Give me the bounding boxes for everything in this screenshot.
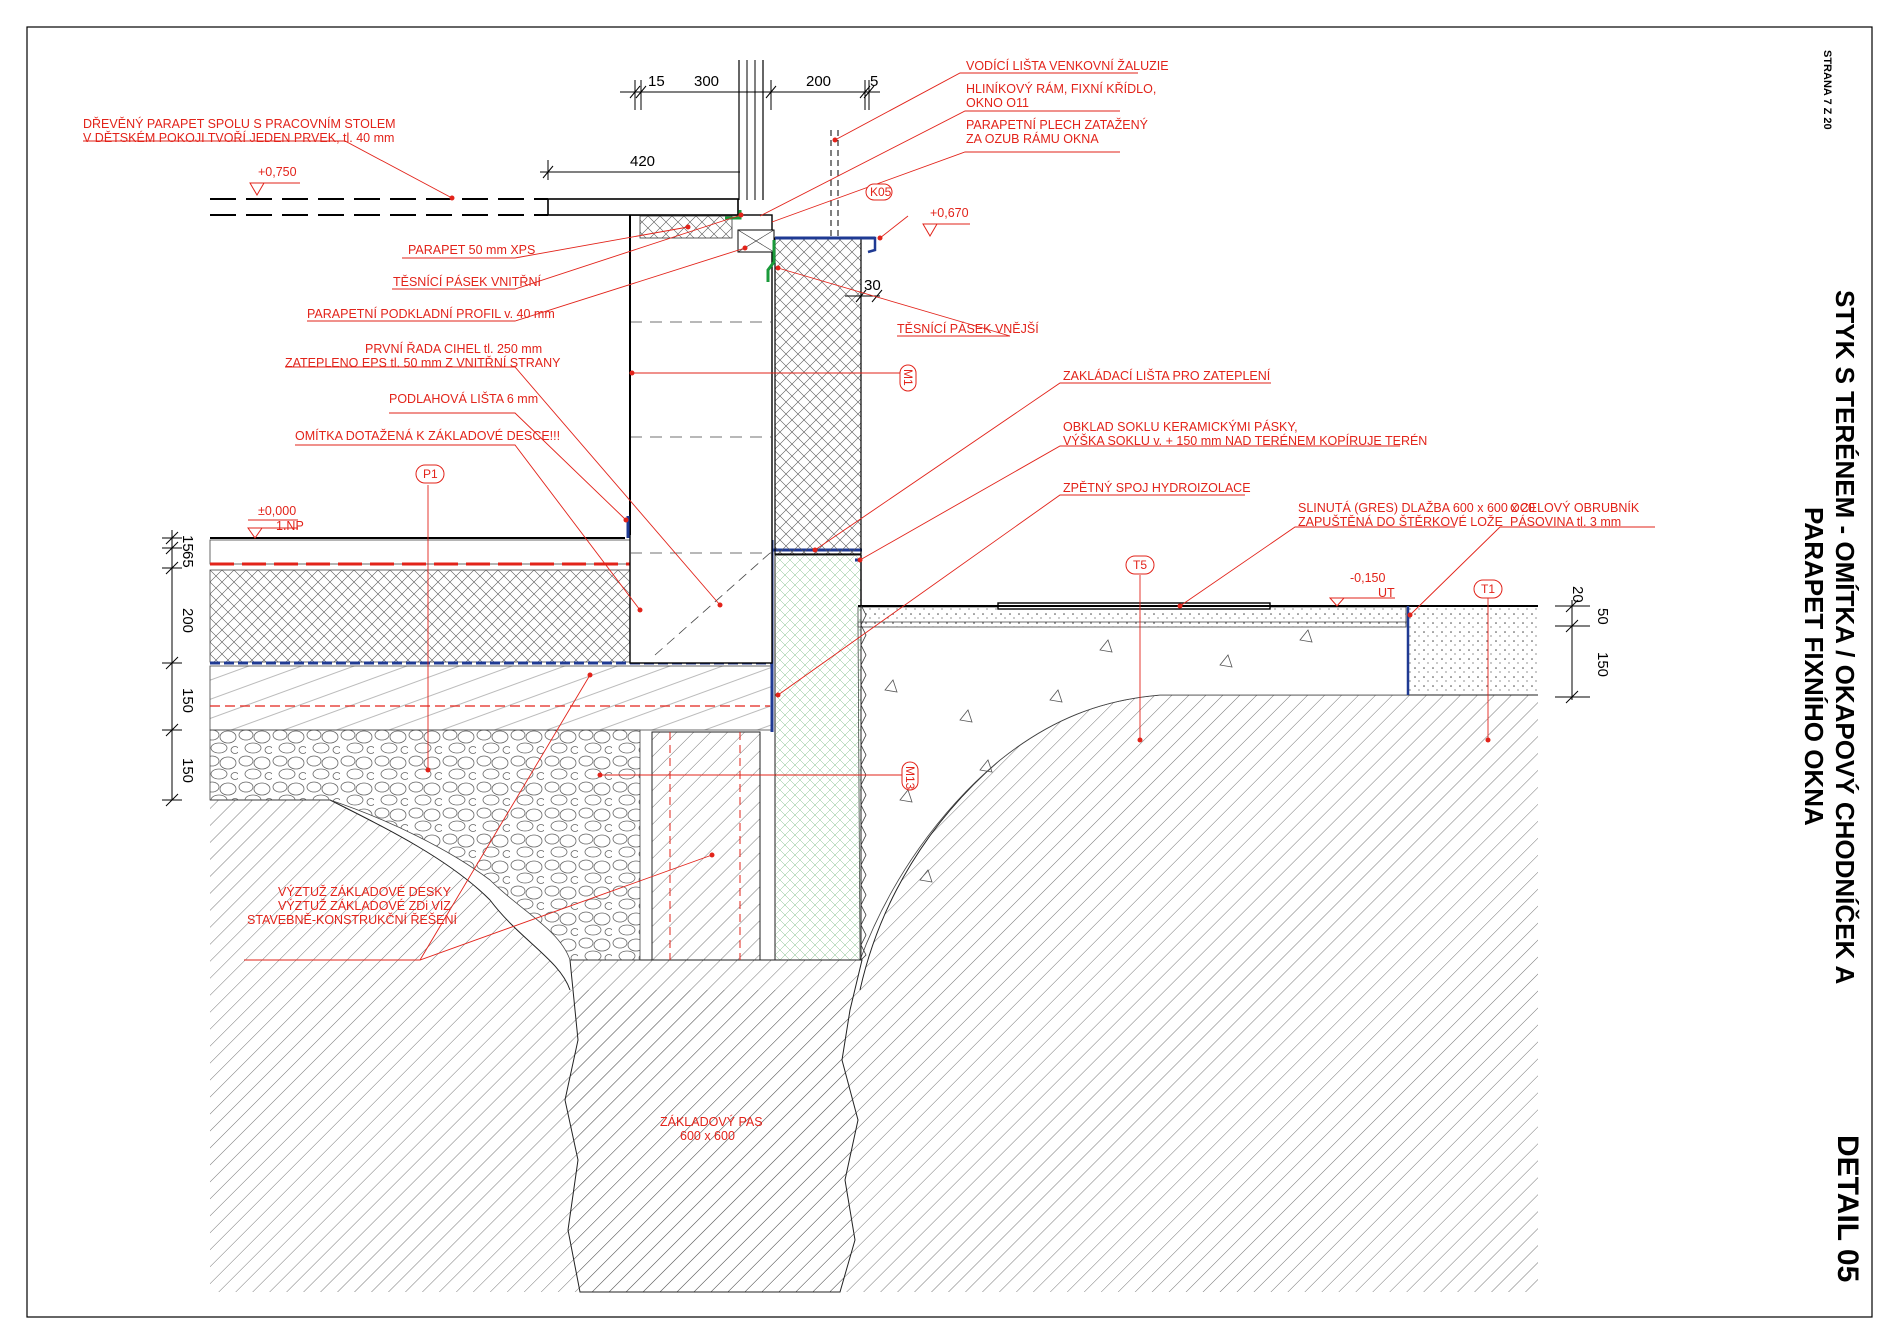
dim-v200: 200 xyxy=(179,608,196,633)
label-frame-2: OKNO O11 xyxy=(966,96,1029,110)
dim-r150: 150 xyxy=(1594,652,1611,677)
label-tiles-1: SLINUTÁ (GRES) DLAŽBA 600 x 600 x 20 xyxy=(1298,500,1535,515)
level-markers xyxy=(247,182,1395,607)
gravel-marks xyxy=(884,629,1313,883)
tag-t5: T5 xyxy=(1133,558,1147,572)
dim-v150a: 150 xyxy=(179,688,196,713)
label-plinth-1: OBKLAD SOKLU KERAMICKÝMI PÁSKY, xyxy=(1063,419,1298,434)
level-floor-name: 1.NP xyxy=(276,519,304,533)
outer-gravel-bed xyxy=(857,621,1409,961)
brick-wall xyxy=(629,214,773,664)
label-curb-1: OCELOVÝ OBRUBNÍK xyxy=(1510,500,1640,515)
label-footing-2: 600 x 600 xyxy=(680,1129,735,1143)
tag-bubbles xyxy=(415,183,1503,791)
dim-420: 420 xyxy=(630,153,655,170)
label-curb-2: PÁSOVINA tl. 3 mm xyxy=(1510,514,1621,529)
tag-t1: T1 xyxy=(1481,582,1495,596)
sand-bed xyxy=(857,606,1407,628)
label-floor-strip: PODLAHOVÁ LIŠTA 6 mm xyxy=(389,391,538,406)
inner-seal-tape xyxy=(725,210,742,220)
label-brick-1: PRVNÍ ŘADA CIHEL tl. 250 mm xyxy=(365,341,542,356)
floor-insulation xyxy=(209,569,639,663)
dim-r20: 20 xyxy=(1569,586,1586,603)
label-brick-2: ZATEPLENO EPS tl. 50 mm Z VNITŘNÍ STRANY xyxy=(285,355,561,370)
detail-number: DETAIL 05 xyxy=(1831,1135,1864,1282)
dim-v15: 15 xyxy=(179,535,196,552)
dim-30: 30 xyxy=(864,277,881,294)
level-terrain-name: UT xyxy=(1378,586,1395,600)
label-plaster: OMÍTKA DOTAŽENÁ K ZÁKLADOVÉ DESCE!!! xyxy=(295,428,560,443)
tag-m1: M1 xyxy=(901,369,915,386)
level-floor: ±0,000 xyxy=(258,504,296,518)
leader-dots xyxy=(425,137,1491,858)
label-inner-tape: TĚSNÍCÍ PÁSEK VNITŘNÍ xyxy=(393,274,541,289)
level-outer-sill: +0,670 xyxy=(930,206,969,220)
leader-lines xyxy=(83,72,1655,961)
label-rebar-3: STAVEBNĚ-KONSTRUKČNÍ ŘEŠENÍ xyxy=(247,912,458,927)
dim-r50: 50 xyxy=(1594,608,1611,625)
flashing-drip xyxy=(862,236,877,254)
page-number: STRANA 7 Z 20 xyxy=(1821,50,1833,130)
label-waterproof: ZPĚTNÝ SPOJ HYDROIZOLACE xyxy=(1063,480,1251,495)
label-footing-1: ZÁKLADOVÝ PAS xyxy=(660,1114,763,1129)
label-plinth-2: VÝŠKA SOKLU v. + 150 mm NAD TERÉNEM KOPÍ… xyxy=(1063,433,1427,448)
label-base-rail: ZAKLÁDACÍ LIŠTA PRO ZATEPLENÍ xyxy=(1063,368,1271,383)
dim-15: 15 xyxy=(648,73,665,90)
brick-diagonal xyxy=(654,552,771,656)
dim-v150b: 150 xyxy=(179,758,196,783)
label-rebar-1: VÝZTUŽ ZÁKLADOVÉ DESKY xyxy=(278,884,452,899)
outer-seal-tape xyxy=(766,240,776,282)
title-line-1: STYK S TERÉNEM - OMÍTKA / OKAPOVÝ CHODNÍ… xyxy=(1830,290,1860,985)
earth-hatch xyxy=(210,695,1538,1292)
gravel-fill xyxy=(209,729,641,961)
dimple-membrane xyxy=(860,604,867,961)
label-tiles-2: ZAPUŠTĚNÁ DO ŠTĚRKOVÉ LOŽE xyxy=(1298,514,1503,529)
label-frame-1: HLINÍKOVÝ RÁM, FIXNÍ KŘÍDLO, xyxy=(966,81,1156,96)
dim-5: 5 xyxy=(870,73,878,90)
annotations: DŘEVĚNÝ PARAPET SPOLU S PRACOVNÍM STOLEM… xyxy=(83,58,1640,1143)
label-sill-profile: PARAPETNÍ PODKLADNÍ PROFIL v. 40 mm xyxy=(307,306,555,321)
label-rebar-2: VÝZTUŽ ZÁKLADOVÉ ZDi VIZ xyxy=(278,898,451,913)
label-wood-sill-2: V DĚTSKÉM POKOJI TVOŘÍ JEDEN PRVEK, tl. … xyxy=(83,130,394,145)
dim-v65: 65 xyxy=(179,551,196,568)
facade-insulation xyxy=(774,237,862,555)
label-blind-rail: VODÍCÍ LIŠTA VENKOVNÍ ŽALUZIE xyxy=(966,58,1169,73)
label-flashing-2: ZA OZUB RÁMU OKNA xyxy=(966,131,1099,146)
title-line-2: PARAPET FIXNÍHO OKNA xyxy=(1799,507,1829,826)
wooden-sill xyxy=(547,198,739,216)
dim-200: 200 xyxy=(806,73,831,90)
level-sill: +0,750 xyxy=(258,165,297,179)
footing-strip xyxy=(564,959,863,1293)
foundation-slab xyxy=(209,665,773,731)
label-xps: PARAPET 50 mm XPS xyxy=(408,243,535,257)
tag-k05: K05 xyxy=(870,185,892,199)
perimeter-insulation xyxy=(774,554,862,961)
foundation-wall xyxy=(651,731,761,961)
label-outer-tape: TĚSNÍCÍ PÁSEK VNĚJŠÍ xyxy=(897,321,1039,336)
level-terrain: -0,150 xyxy=(1350,571,1385,585)
sheet-border xyxy=(26,26,1873,1318)
tag-m13: M13 xyxy=(903,766,917,790)
curb-soil xyxy=(1408,608,1538,695)
floor-screed xyxy=(209,539,639,565)
label-wood-sill-1: DŘEVĚNÝ PARAPET SPOLU S PRACOVNÍM STOLEM xyxy=(83,116,396,131)
label-flashing-1: PARAPETNÍ PLECH ZATAŽENÝ xyxy=(966,117,1149,132)
dim-300: 300 xyxy=(694,73,719,90)
tag-p1: P1 xyxy=(423,467,438,481)
